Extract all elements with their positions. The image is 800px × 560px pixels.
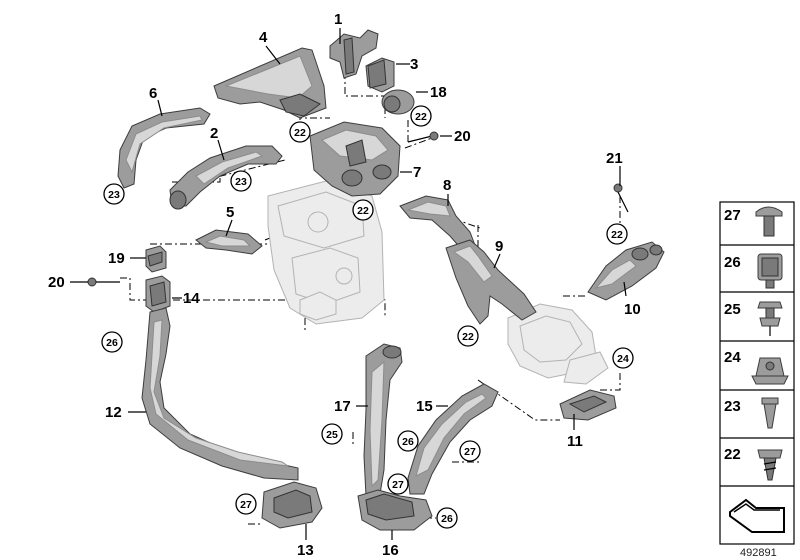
part-10-rear-outlet bbox=[587, 241, 665, 301]
part-18-motor bbox=[381, 89, 415, 115]
part-16-connector bbox=[357, 489, 433, 531]
part-15-curved-duct bbox=[407, 383, 499, 495]
circled-22-c: 22 bbox=[352, 199, 374, 221]
callout-18: 18 bbox=[430, 84, 447, 101]
callout-9: 9 bbox=[495, 238, 503, 255]
legend-row-24: 24 bbox=[724, 349, 789, 385]
part-21-screw bbox=[613, 183, 629, 213]
part-13-outlet bbox=[261, 481, 323, 529]
part-12-floor-duct bbox=[141, 307, 299, 481]
svg-text:22: 22 bbox=[724, 446, 741, 463]
svg-text:23: 23 bbox=[108, 189, 120, 201]
callout-1: 1 bbox=[334, 11, 342, 28]
part-17-vertical-duct bbox=[363, 343, 403, 497]
svg-text:22: 22 bbox=[415, 111, 427, 123]
svg-text:26: 26 bbox=[106, 337, 118, 349]
callout-7: 7 bbox=[413, 164, 421, 181]
svg-text:26: 26 bbox=[441, 513, 453, 525]
callout-8: 8 bbox=[443, 177, 451, 194]
part-14-connector bbox=[145, 275, 171, 313]
legend-row-26: 26 bbox=[724, 253, 783, 289]
fastener-legend: 27 26 25 24 23 22 bbox=[719, 201, 795, 545]
circled-26-b: 26 bbox=[397, 430, 419, 452]
circled-22-d: 22 bbox=[606, 223, 628, 245]
part-8-rear-duct bbox=[399, 195, 477, 253]
svg-text:27: 27 bbox=[392, 479, 404, 491]
part-6-side-duct bbox=[117, 107, 211, 189]
part-20-screw-left bbox=[87, 277, 120, 287]
circled-22-e: 22 bbox=[457, 325, 479, 347]
legend-row-27: 27 bbox=[724, 206, 783, 237]
svg-text:27: 27 bbox=[724, 207, 741, 224]
callout-2: 2 bbox=[210, 125, 218, 142]
callout-16: 16 bbox=[382, 542, 399, 559]
callout-5: 5 bbox=[226, 204, 234, 221]
blower-ghost bbox=[507, 303, 609, 385]
callout-labels: 1 2 3 4 5 6 7 8 9 10 11 12 13 14 15 16 1… bbox=[48, 11, 641, 559]
callout-20-left: 20 bbox=[48, 274, 65, 291]
circled-27-b: 27 bbox=[387, 473, 409, 495]
svg-text:26: 26 bbox=[402, 436, 414, 448]
circled-26-a: 26 bbox=[101, 331, 123, 353]
svg-text:23: 23 bbox=[235, 176, 247, 188]
svg-text:22: 22 bbox=[611, 229, 623, 241]
svg-text:27: 27 bbox=[240, 499, 252, 511]
part-20-screw-upper bbox=[407, 131, 439, 143]
callout-10: 10 bbox=[624, 301, 641, 318]
part-19-clip bbox=[145, 245, 167, 273]
circled-22-b: 22 bbox=[410, 105, 432, 127]
callout-6: 6 bbox=[149, 85, 157, 102]
circled-23-a: 23 bbox=[103, 183, 125, 205]
legend-row-22: 22 bbox=[724, 446, 783, 481]
svg-text:22: 22 bbox=[294, 127, 306, 139]
part-5-vent bbox=[195, 229, 263, 255]
legend-row-23: 23 bbox=[724, 397, 779, 429]
part-4-upper-duct bbox=[213, 47, 327, 119]
callout-4: 4 bbox=[259, 29, 268, 46]
svg-text:25: 25 bbox=[326, 429, 338, 441]
callout-12: 12 bbox=[105, 404, 122, 421]
part-2-duct bbox=[169, 145, 283, 210]
svg-text:26: 26 bbox=[724, 254, 741, 271]
circled-27-a: 27 bbox=[459, 440, 481, 462]
circled-25: 25 bbox=[321, 423, 343, 445]
callout-17: 17 bbox=[334, 398, 351, 415]
part-11-bracket bbox=[559, 389, 617, 421]
circled-callouts: 22 22 22 22 22 23 23 24 25 26 26 26 27 2… bbox=[101, 105, 634, 529]
hvac-unit-ghost bbox=[267, 179, 385, 325]
circled-22-a: 22 bbox=[289, 121, 311, 143]
svg-text:27: 27 bbox=[464, 446, 476, 458]
callout-13: 13 bbox=[297, 542, 314, 559]
svg-text:22: 22 bbox=[462, 331, 474, 343]
svg-text:23: 23 bbox=[724, 398, 741, 415]
circled-24: 24 bbox=[612, 347, 634, 369]
callout-21: 21 bbox=[606, 150, 623, 167]
part-9-y-duct bbox=[445, 239, 537, 325]
diagram-number: 492891 bbox=[740, 547, 777, 559]
circled-26-c: 26 bbox=[436, 507, 458, 529]
part-7-distribution-housing bbox=[309, 121, 401, 197]
callout-3: 3 bbox=[410, 56, 418, 73]
callout-14: 14 bbox=[183, 290, 200, 307]
callout-15: 15 bbox=[416, 398, 433, 415]
circled-23-b: 23 bbox=[230, 170, 252, 192]
svg-text:24: 24 bbox=[617, 353, 629, 365]
svg-text:25: 25 bbox=[724, 301, 741, 318]
circled-27-c: 27 bbox=[235, 493, 257, 515]
legend-row-wedge-symbol bbox=[729, 498, 785, 533]
legend-row-25: 25 bbox=[724, 301, 783, 336]
svg-text:24: 24 bbox=[724, 349, 741, 366]
part-1-bracket bbox=[329, 29, 379, 79]
callout-11: 11 bbox=[567, 433, 583, 450]
part-3-actuator bbox=[365, 57, 395, 93]
callout-20-upper: 20 bbox=[454, 128, 471, 145]
svg-text:22: 22 bbox=[357, 205, 369, 217]
callout-19: 19 bbox=[108, 250, 125, 267]
leader-lines bbox=[70, 28, 627, 540]
